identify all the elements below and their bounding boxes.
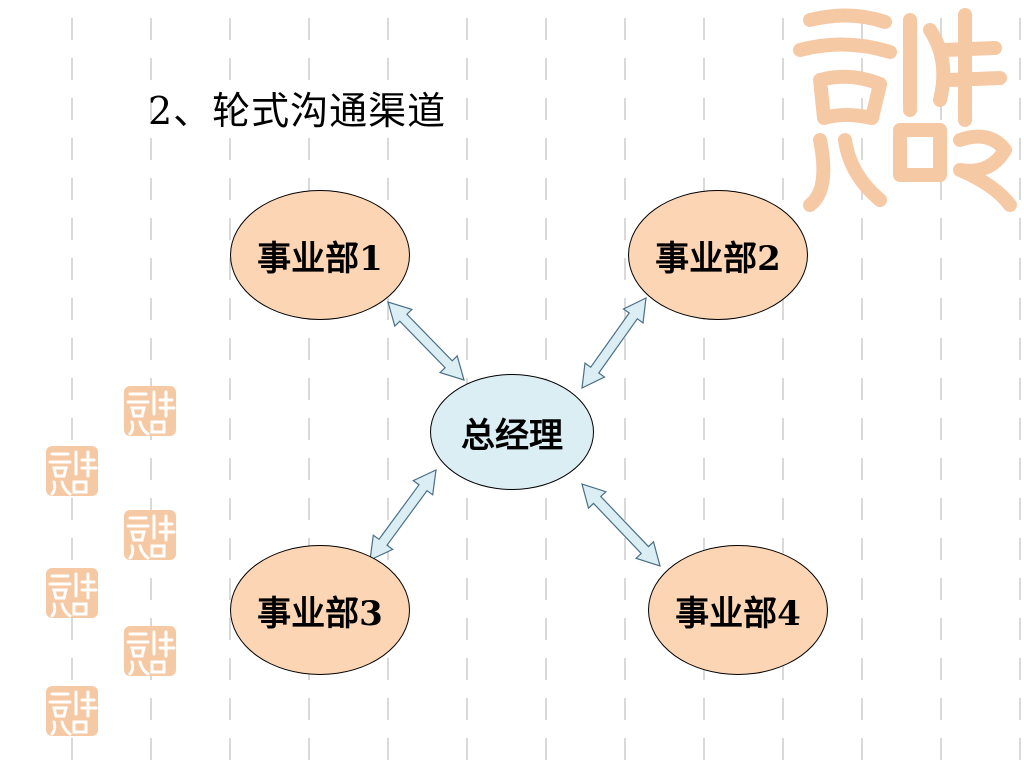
small-seal-icon bbox=[124, 386, 176, 436]
department-2-node: 事业部2 bbox=[628, 190, 808, 320]
slide-title: 2、轮式沟通渠道 bbox=[148, 89, 447, 133]
department-1-node: 事业部1 bbox=[230, 190, 410, 320]
small-seal-icon bbox=[124, 510, 176, 560]
arrow-dept3-center bbox=[369, 468, 437, 562]
large-seal-icon bbox=[793, 8, 1017, 212]
arrow-dept4-center bbox=[581, 483, 661, 567]
small-seal-icon bbox=[46, 568, 98, 618]
department-4-node: 事业部4 bbox=[648, 545, 828, 675]
arrow-dept2-center bbox=[581, 296, 647, 390]
small-seal-icon bbox=[124, 626, 176, 676]
small-seal-icon bbox=[46, 686, 98, 736]
general-manager-node: 总经理 bbox=[430, 374, 594, 490]
department-3-node: 事业部3 bbox=[230, 545, 410, 675]
small-seal-icon bbox=[46, 446, 98, 496]
arrow-dept1-center bbox=[387, 301, 465, 381]
